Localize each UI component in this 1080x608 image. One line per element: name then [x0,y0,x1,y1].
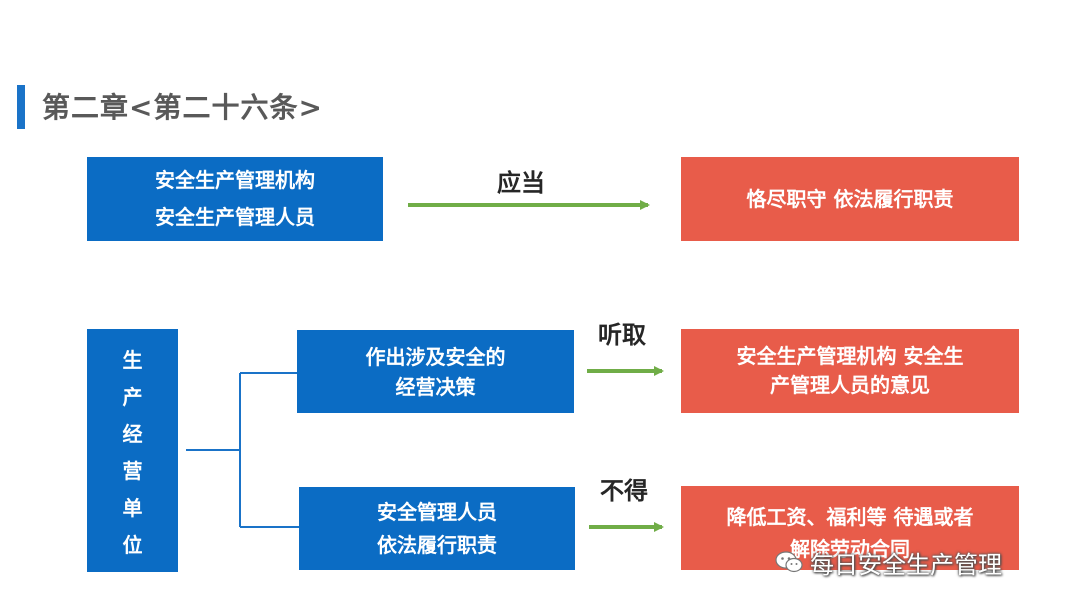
branch2-action-line1: 安全管理人员 [377,499,497,524]
entity-char: 营 [122,458,143,483]
entity-char: 单 [122,495,143,520]
page-title: 第二章<第二十六条> [42,91,323,124]
branch2-result-line1: 降低工资、福利等 待遇或者 [726,505,974,529]
branch2-result-line2: 解除劳动合同 [790,537,910,561]
watermark-text: 每日安全生产管理 [810,550,1002,579]
branch1-verb-label: 听取 [598,321,646,349]
entity-char: 产 [122,384,143,409]
title-accent-bar [17,85,25,129]
row1-result-text: 恪尽职守 依法履行职责 [746,186,954,211]
branch1-result-line2: 产管理人员的意见 [770,373,930,397]
watermark: 每日安全生产管理 [774,545,1002,579]
branch1-result-line1: 安全生产管理机构 安全生 [736,344,964,368]
entity-char: 经 [122,421,143,446]
branch1-action-line2: 经营决策 [395,374,476,399]
row1-verb-label: 应当 [497,169,545,197]
branch2-action-box: 安全管理人员 依法履行职责 [299,487,575,570]
row1-subject-line1: 安全生产管理机构 [155,168,315,192]
row1-subject-line2: 安全生产管理人员 [155,205,315,229]
branch1-action-box: 作出涉及安全的 经营决策 [297,330,574,413]
branch2-verb-label: 不得 [600,477,648,505]
row1-subject-box: 安全生产管理机构 安全生产管理人员 [87,157,383,241]
branch2-action-line2: 依法履行职责 [377,532,497,557]
branch1-action-line1: 作出涉及安全的 [365,344,506,369]
branch2-result-box: 降低工资、福利等 待遇或者 解除劳动合同 [681,486,1019,570]
branch1-result-box: 安全生产管理机构 安全生 产管理人员的意见 [681,329,1019,413]
entity-box: 生 产 经 营 单 位 [87,329,178,572]
entity-char: 生 [122,347,143,372]
wechat-icon [775,551,803,573]
row1-result-box: 恪尽职守 依法履行职责 [681,157,1019,241]
entity-char: 位 [122,532,143,557]
